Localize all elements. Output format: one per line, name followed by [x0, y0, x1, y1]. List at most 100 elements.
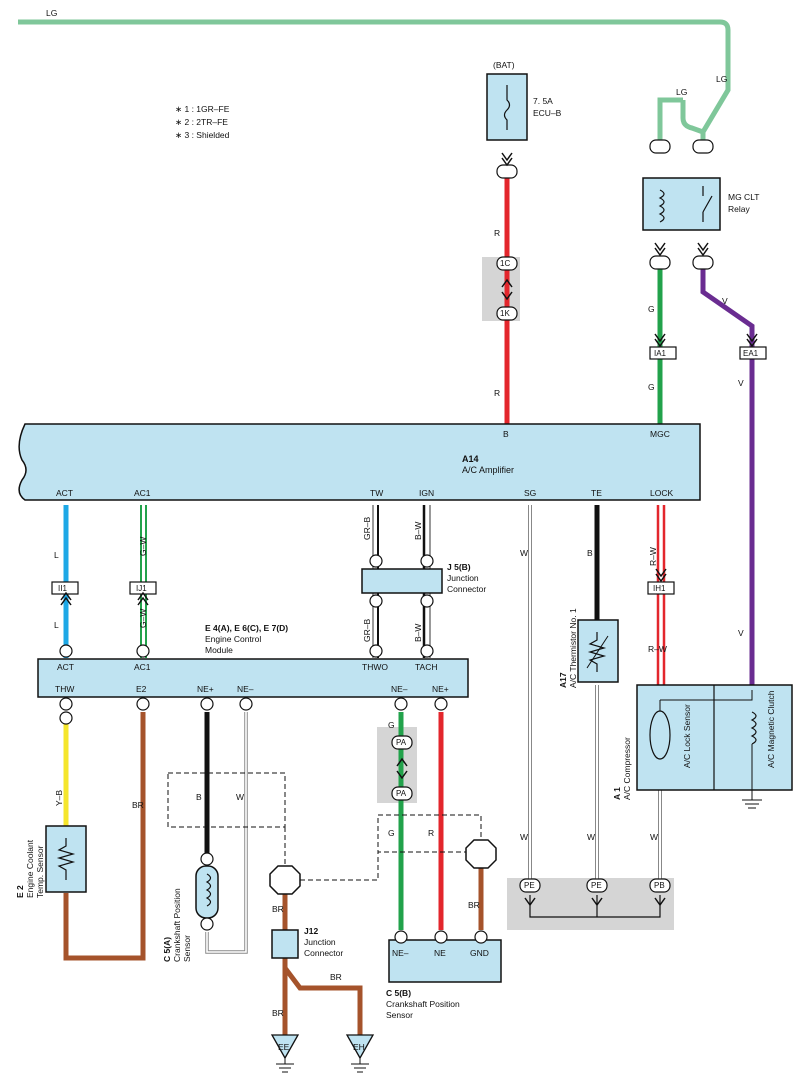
amp-pin-te: TE	[591, 488, 602, 498]
relay-switch	[702, 186, 713, 222]
wire-label-bw-2: B–W	[413, 624, 423, 642]
wire-label-v-2: V	[738, 378, 744, 388]
ecm-pin-ac1: AC1	[134, 662, 151, 672]
wire-label-gw-1: G–W	[138, 537, 148, 556]
wire-label-g-1: G	[648, 304, 655, 314]
junction-j5	[361, 568, 443, 594]
wire-lg-relay-2	[657, 97, 683, 140]
ecm-pin-e2: E2	[136, 684, 147, 694]
conn-pa-5: PA	[396, 738, 407, 747]
relay-sub: Relay	[728, 204, 750, 214]
ground-ee-label: EE	[278, 1042, 290, 1052]
lock-sensor-labels: A/C Lock Sensor	[682, 704, 692, 768]
ecm-code: E 4(A), E 6(C), E 7(D)	[205, 623, 288, 633]
conn-ea1: EA1	[743, 349, 759, 358]
wire-label-lg-top: LG	[46, 8, 57, 18]
wire-label-lg-relay: LG	[676, 87, 687, 97]
wire-label-g-2: G	[648, 382, 655, 392]
wire-label-r-2: R	[494, 388, 500, 398]
amp-name: A/C Amplifier	[462, 465, 514, 475]
wire-label-yb: Y–B	[54, 790, 64, 806]
wire-br-e2	[63, 712, 146, 961]
thermistor-arrow	[586, 635, 609, 669]
wire-label-l-1: L	[54, 550, 59, 560]
j5-code: J 5(B)	[447, 562, 471, 572]
in-line-connectors	[51, 346, 767, 595]
wire-label-w-5: W	[236, 792, 244, 802]
conn-pe-4: PE	[591, 881, 602, 890]
crank-a-name2: Sensor	[182, 935, 192, 962]
ecm-name2: Module	[205, 645, 233, 655]
wire-label-lg-right: LG	[716, 74, 727, 84]
wire-label-br-4: BR	[330, 972, 342, 982]
ac-amplifier	[18, 423, 701, 501]
wire-label-w-1: W	[520, 548, 528, 558]
wire-label-b-2: B	[196, 792, 202, 802]
conn-pb-10: PB	[654, 881, 665, 890]
wire-label-rw-1: R–W	[648, 547, 658, 566]
compressor-ground	[742, 799, 762, 809]
crank-sensor-b	[388, 939, 502, 983]
conn-1k: 1K	[500, 309, 510, 318]
ecm-pin-act: ACT	[57, 662, 74, 672]
amp-pin-act: ACT	[56, 488, 73, 498]
crank-a-coil	[205, 873, 212, 907]
amp-pin-ign: IGN	[419, 488, 434, 498]
conn-1c: 1C	[500, 259, 510, 268]
fuse-name: ECU–B	[533, 108, 562, 118]
ecm-pin-tach: TACH	[415, 662, 438, 672]
ecm-pin-ne-minus-b: NE–	[391, 684, 408, 694]
crank-sensor-a	[195, 865, 219, 919]
crank-a-name1: Crankshaft Position	[172, 888, 182, 962]
clutch-labels: A/C Magnetic Clutch	[766, 690, 776, 768]
wire-label-grb-2: GR–B	[362, 619, 372, 642]
shield-b-lead	[300, 852, 379, 881]
amp-pin-tw: TW	[370, 488, 383, 498]
note-3: ∗ 3 : Shielded	[175, 130, 230, 140]
wire-label-bw-1: B–W	[413, 522, 423, 540]
conn-ij1: IJ1	[136, 584, 147, 593]
wire-label-br-1: BR	[132, 800, 144, 810]
wire-label-v-1: V	[722, 296, 728, 306]
mg-clt-relay	[642, 177, 721, 231]
amp-pin-sg: SG	[524, 488, 536, 498]
j5-name1: Junction	[447, 573, 479, 583]
junction-j12	[271, 929, 299, 959]
wire-label-v-3: V	[738, 628, 744, 638]
wire-lg-top	[18, 19, 731, 140]
wire-label-br-2: BR	[272, 904, 284, 914]
j12-code: J12	[304, 926, 318, 936]
chevrons	[60, 152, 758, 907]
compressor-labels: A 1 A/C Compressor	[612, 737, 632, 800]
crank-a-code: C 5(A)	[162, 937, 172, 962]
wire-label-g-4: G	[388, 828, 395, 838]
crank-b-pin-gnd: GND	[470, 948, 489, 958]
fuse-symbol	[503, 85, 511, 130]
wire-label-br-3: BR	[272, 1008, 284, 1018]
j12-name1: Junction	[304, 937, 336, 947]
ecm-pin-thw: THW	[55, 684, 74, 694]
crank-a-labels: C 5(A) Crankshaft Position Sensor	[162, 888, 192, 962]
coolant-name1: Engine Coolant	[25, 839, 35, 898]
crank-b-pin-ne: NE	[434, 948, 446, 958]
note-1: ∗ 1 : 1GR–FE	[175, 104, 230, 114]
wire-label-r-3: R	[428, 828, 434, 838]
amp-pin-lock: LOCK	[650, 488, 673, 498]
compressor-code: A 1	[612, 787, 622, 800]
wire-label-w-2: W	[520, 832, 528, 842]
wire-label-b-1: B	[587, 548, 593, 558]
amp-pin-ac1: AC1	[134, 488, 151, 498]
thermistor-name: A/C Thermistor No. 1	[568, 608, 578, 688]
wire-label-w-3: W	[587, 832, 595, 842]
wire-label-g-3: G	[388, 720, 395, 730]
wire-label-r-1: R	[494, 228, 500, 238]
ground-eh-label: EH	[353, 1042, 365, 1052]
wire-v-clutch	[700, 268, 755, 685]
bat-label: (BAT)	[493, 60, 515, 70]
ground-eh	[345, 1034, 375, 1060]
coolant-name2: Temp. Sensor	[35, 845, 45, 898]
shield-a	[167, 772, 286, 828]
wire-w-ne-minus-inner	[206, 712, 247, 953]
clutch-coil	[750, 711, 757, 745]
